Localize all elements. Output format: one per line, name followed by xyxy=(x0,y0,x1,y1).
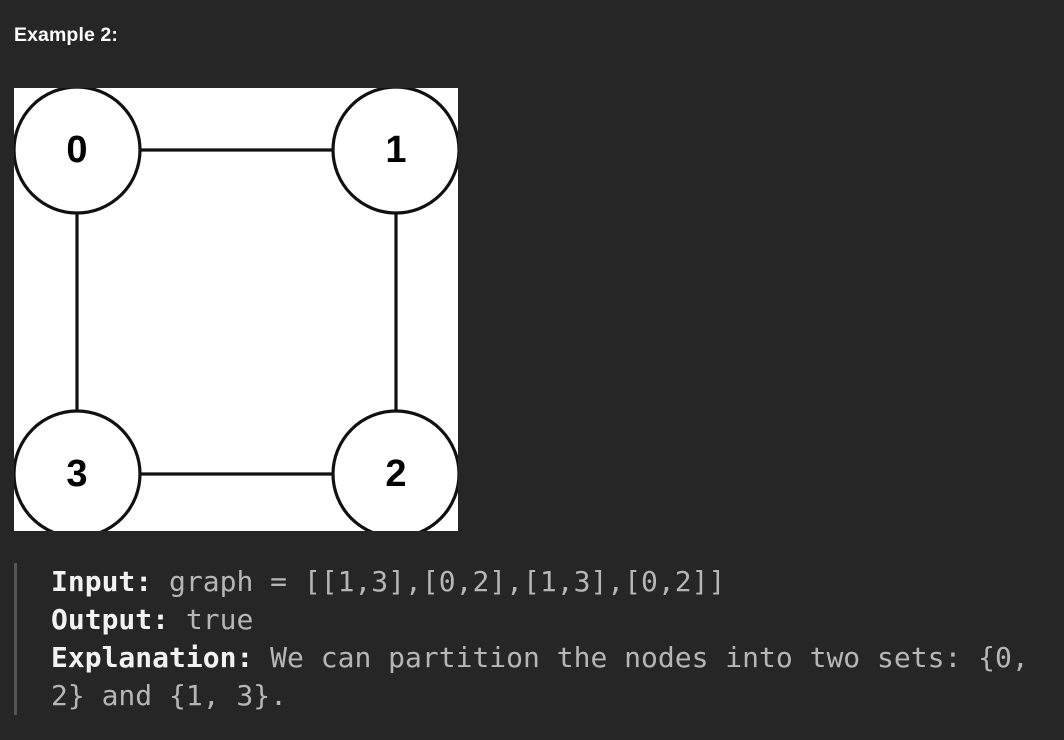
graph-figure: 0 1 2 3 xyxy=(14,88,458,531)
example-line-explanation: Explanation: We can partition the nodes … xyxy=(51,639,1050,715)
example-value-output: true xyxy=(169,603,254,636)
graph-node-label-3: 3 xyxy=(66,453,87,495)
example-label-input: Input: xyxy=(51,565,153,598)
graph-svg: 0 1 2 3 xyxy=(14,88,458,531)
example-label-explanation: Explanation: xyxy=(51,641,254,674)
graph-node-3 xyxy=(14,409,142,531)
example-label-output: Output: xyxy=(51,603,170,636)
example-block: Input: graph = [[1,3],[0,2],[1,3],[0,2]]… xyxy=(14,563,1050,715)
graph-node-2 xyxy=(331,409,458,531)
example-value-input: graph = [[1,3],[0,2],[1,3],[0,2]] xyxy=(152,565,726,598)
example-line-output: Output: true xyxy=(51,601,1050,639)
graph-node-0 xyxy=(14,88,142,215)
example-value-explanation: We can partition the nodes into two sets… xyxy=(51,641,1046,712)
graph-node-label-1: 1 xyxy=(385,129,406,171)
graph-node-1 xyxy=(331,88,458,215)
example-line-input: Input: graph = [[1,3],[0,2],[1,3],[0,2]] xyxy=(51,563,1050,601)
page-title: Example 2: xyxy=(14,24,118,46)
graph-node-label-2: 2 xyxy=(385,453,406,495)
graph-node-label-0: 0 xyxy=(66,129,87,171)
